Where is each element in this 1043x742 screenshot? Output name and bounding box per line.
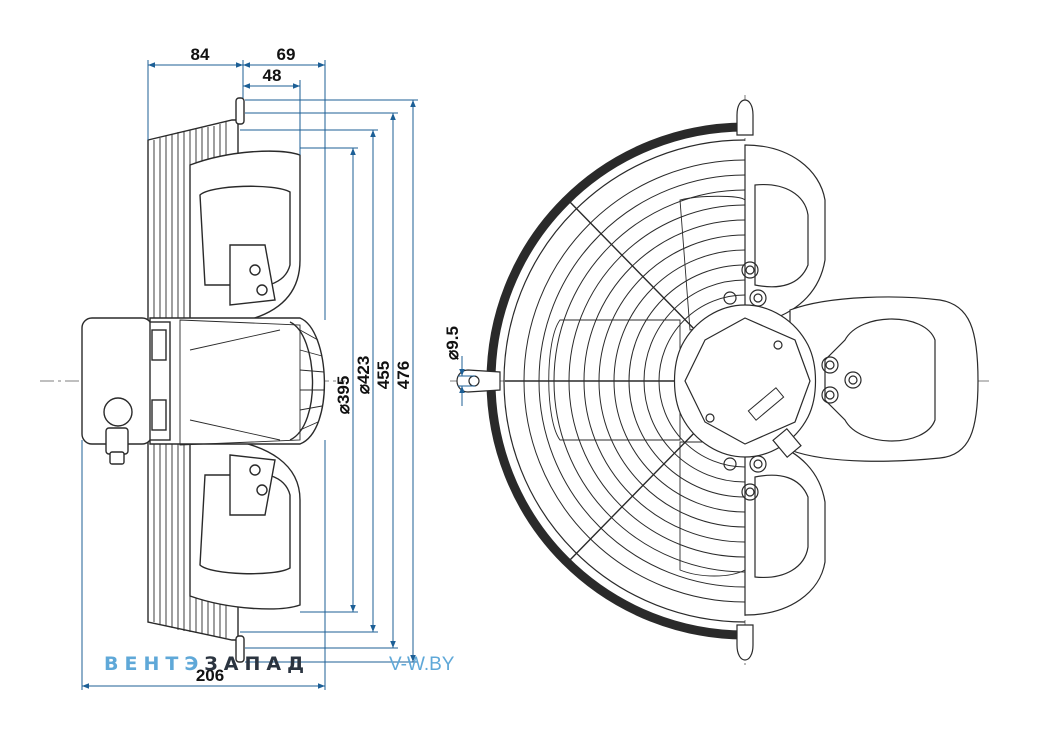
side-dimensions — [81, 60, 418, 690]
side-view — [40, 97, 345, 663]
dim-84-label: 84 — [191, 45, 210, 64]
dim-hole-9-5-label: ⌀9.5 — [443, 326, 462, 360]
watermark-part2: ЗАПАД — [204, 653, 310, 675]
dim-455-label: 455 — [374, 361, 393, 389]
watermark-part1: ВЕНТЭ — [104, 653, 204, 675]
watermark-logo: ВЕНТЭЗАПАД — [104, 653, 310, 675]
watermark-url: V-W.BY — [389, 654, 455, 675]
dim-dia-423-label: ⌀423 — [354, 356, 373, 395]
dim-206-label: 206 — [196, 666, 224, 685]
hole-dimension — [458, 356, 475, 406]
dim-dia-395-label: ⌀395 — [334, 376, 353, 415]
dim-476-label: 476 — [394, 361, 413, 389]
dim-69-label: 69 — [277, 45, 296, 64]
hub — [149, 317, 326, 445]
front-view — [450, 95, 990, 665]
front-blade-top — [744, 144, 826, 321]
front-blade-right — [789, 296, 979, 462]
dim-48-label: 48 — [263, 66, 282, 85]
